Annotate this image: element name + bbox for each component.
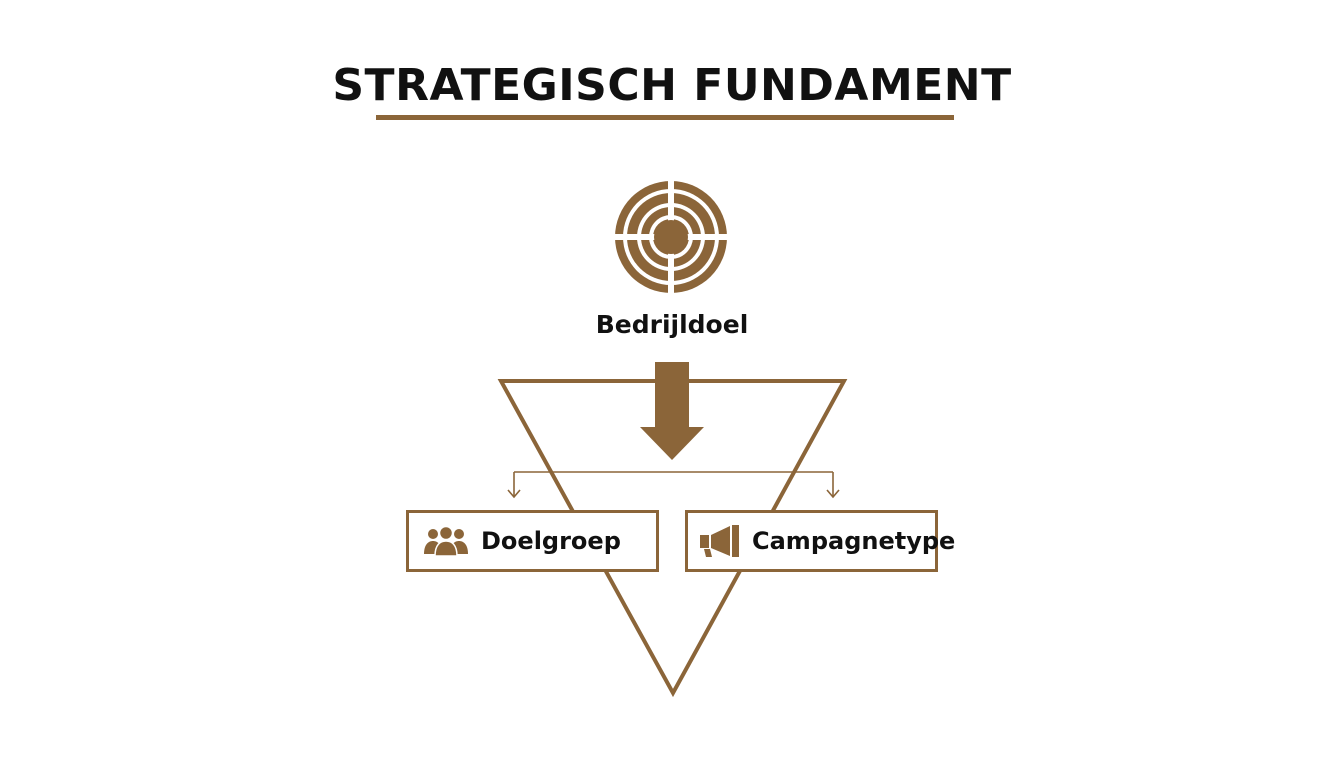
target-audience-box: Doelgroep <box>406 510 659 572</box>
campaign-type-label: Campagnetype <box>752 527 956 555</box>
target-audience-label: Doelgroep <box>481 527 621 555</box>
megaphone-icon <box>698 523 744 559</box>
people-icon <box>421 523 471 559</box>
title-underline <box>376 115 954 120</box>
connector-lines <box>507 471 840 499</box>
goal-label: Bedrijldoel <box>595 310 749 339</box>
target-icon <box>614 180 728 294</box>
page-title: STRATEGISCH FUNDAMENT <box>332 60 1012 111</box>
down-arrow-icon <box>640 362 704 460</box>
campaign-type-box: Campagnetype <box>685 510 955 572</box>
